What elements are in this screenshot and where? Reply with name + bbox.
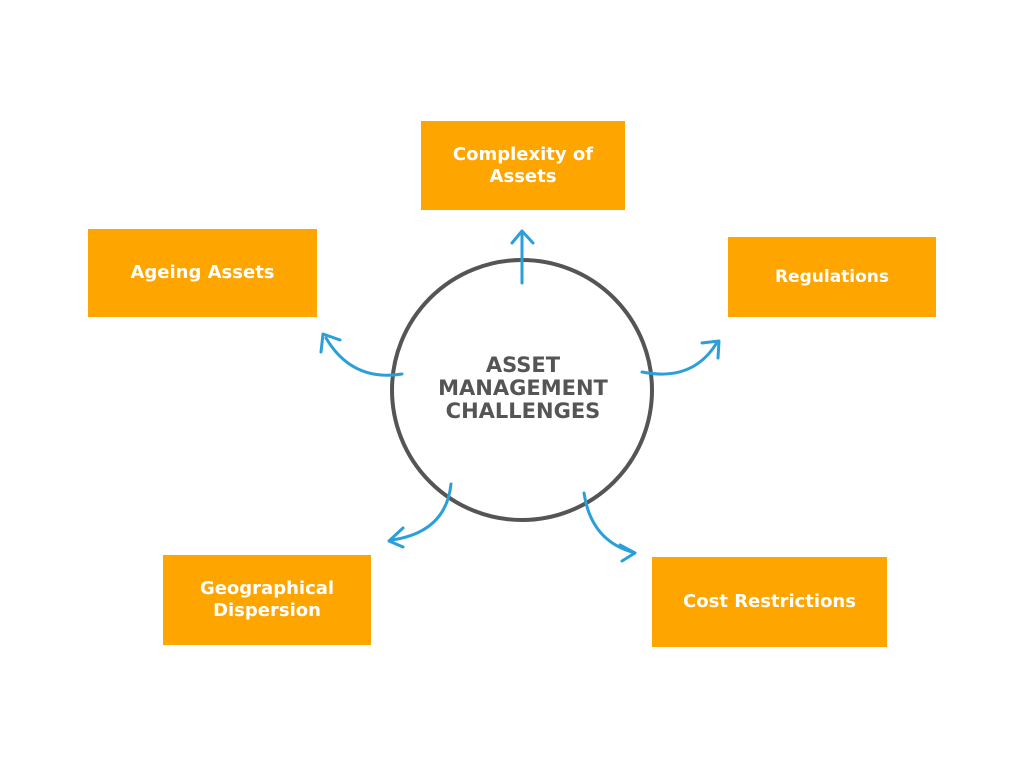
node-cost-restrictions: Cost Restrictions	[652, 557, 887, 647]
arrow-to-cost	[582, 491, 637, 563]
node-complexity-of-assets: Complexity of Assets	[421, 121, 625, 210]
hub-title-line: MANAGEMENT	[438, 376, 608, 400]
node-label-line: Complexity of	[452, 143, 594, 165]
hub-title-line: CHALLENGES	[445, 399, 601, 423]
arrow-to-regulations	[640, 339, 721, 376]
arrow-to-geographical	[387, 482, 453, 549]
node-label-line: Dispersion	[213, 600, 321, 621]
node-ageing-assets: Ageing Assets	[88, 229, 317, 317]
node-label-line: Ageing Assets	[130, 262, 275, 283]
arrow-to-complexity	[510, 229, 535, 285]
node-label-line: Assets	[489, 165, 557, 187]
hub-title: ASSET MANAGEMENT CHALLENGES	[400, 354, 646, 423]
node-label-line: Geographical	[199, 578, 335, 599]
node-regulations: Regulations	[728, 237, 936, 317]
hub-title-line: ASSET	[485, 353, 561, 377]
node-label-line: Cost Restrictions	[683, 591, 856, 612]
node-geographical-dispersion: Geographical Dispersion	[163, 555, 371, 645]
node-label-line: Regulations	[774, 267, 890, 287]
arrow-to-ageing	[319, 332, 404, 377]
